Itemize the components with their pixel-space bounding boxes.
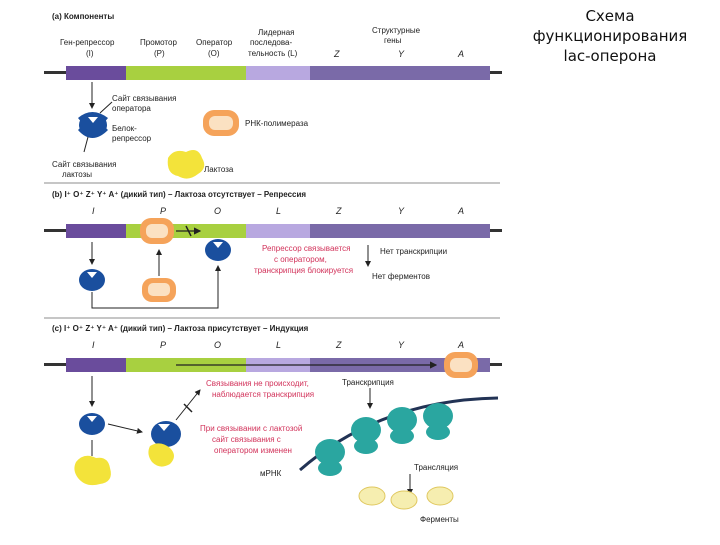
- gene-l-label: L: [276, 206, 281, 216]
- slide-title-line-1: Схема: [585, 7, 635, 25]
- gene-o-label: O: [214, 340, 221, 350]
- no-transcription-label: Нет транскрипции: [380, 247, 447, 256]
- label-leader-2: последова-: [250, 38, 292, 47]
- section-c: (c) I⁺ O⁺ Z⁺ Y⁺ A⁺ (дикий тип) – Лактоза…: [44, 324, 502, 524]
- label-regulator-sym: (I): [86, 49, 94, 58]
- regulator-gene-segment: [66, 66, 126, 80]
- gene-a-label: A: [457, 49, 464, 59]
- section-a: (a) Компоненты Ген-репрессор (I) Промото…: [44, 12, 502, 179]
- gene-z-label: Z: [333, 49, 340, 59]
- repression-note-3: транскрипция блокируется: [254, 266, 353, 275]
- repressor-free-c: [79, 413, 105, 435]
- label-leader-3: тельность (L): [248, 49, 298, 58]
- operator-site-label-2: оператора: [112, 104, 151, 113]
- transcription-label: Транскрипция: [342, 378, 394, 387]
- gene-z-label: Z: [335, 340, 342, 350]
- gene-i-label: I: [92, 206, 95, 216]
- label-operator: Оператор: [196, 38, 233, 47]
- repressor-label-1: Белок-: [112, 124, 137, 133]
- label-promoter-sym: (P): [154, 49, 165, 58]
- repressor-label-2: репрессор: [112, 134, 152, 143]
- gene-a-label: A: [457, 206, 464, 216]
- lactose-label: Лактоза: [204, 165, 234, 174]
- gene-y-label: Y: [398, 49, 405, 59]
- label-leader-1: Лидерная: [258, 28, 294, 37]
- induction-note-1: Связывания не происходит,: [206, 379, 309, 388]
- structural-genes-segment: [310, 66, 490, 80]
- enzymes-label: Ферменты: [420, 515, 459, 524]
- section-b: (b) I⁺ O⁺ Z⁺ Y⁺ A⁺ (дикий тип) – Лактоза…: [44, 190, 502, 309]
- induction-note-2: наблюдается транскрипция: [212, 390, 314, 399]
- label-regulator: Ген-репрессор: [60, 38, 115, 47]
- slide-title-line-2: функционирования: [532, 27, 688, 45]
- dna-strand-b: [44, 224, 502, 238]
- gene-l-label: L: [276, 340, 281, 350]
- section-a-title: (a) Компоненты: [52, 12, 114, 21]
- gene-z-label: Z: [335, 206, 342, 216]
- repressor-bound-operator: [205, 239, 231, 261]
- translation-label: Трансляция: [414, 463, 458, 472]
- lactose-note-1: При связывании с лактозой: [200, 424, 302, 433]
- gene-y-label: Y: [398, 340, 405, 350]
- lactose-site-label-1: Сайт связывания: [52, 160, 116, 169]
- lactose-site-label-2: лактозы: [62, 170, 92, 179]
- section-c-title: (c) I⁺ O⁺ Z⁺ Y⁺ A⁺ (дикий тип) – Лактоза…: [52, 324, 309, 333]
- mrna-label: мРНК: [260, 469, 282, 478]
- lactose-note-3: оператором изменен: [214, 446, 292, 455]
- repressor-free: [79, 269, 105, 291]
- lactose-bound: [148, 443, 174, 467]
- enzymes: [358, 486, 454, 510]
- operator-site-label-1: Сайт связывания: [112, 94, 176, 103]
- dna-strand-a: [44, 66, 502, 80]
- gene-i-label: I: [92, 340, 95, 350]
- label-structural-1: Структурные: [372, 26, 421, 35]
- promoter-operator-segment: [126, 66, 246, 80]
- polymerase-label: РНК-полимераза: [245, 119, 309, 128]
- gene-a-label: A: [457, 340, 464, 350]
- repression-note-1: Репрессор связывается: [262, 244, 350, 253]
- no-enzymes-label: Нет ферментов: [372, 272, 430, 281]
- gene-y-label: Y: [398, 206, 405, 216]
- gene-o-label: O: [214, 206, 221, 216]
- leader-segment: [246, 66, 310, 80]
- section-b-title: (b) I⁺ O⁺ Z⁺ Y⁺ A⁺ (дикий тип) – Лактоза…: [52, 190, 306, 199]
- label-operator-sym: (O): [208, 49, 220, 58]
- label-promoter: Промотор: [140, 38, 177, 47]
- lactose-note-2: сайт связывания с: [212, 435, 281, 444]
- repression-note-2: с оператором,: [274, 255, 327, 264]
- label-structural-2: гены: [384, 36, 402, 45]
- gene-p-label: P: [160, 206, 166, 216]
- repressor-lactose-complex: [151, 421, 181, 447]
- ribosomes: [315, 403, 453, 476]
- gene-p-label: P: [160, 340, 166, 350]
- slide-title: Схема функционирования lac-оперона: [520, 6, 700, 66]
- lactose-molecule: [167, 150, 205, 179]
- slide-title-line-3: lac-оперона: [563, 47, 657, 65]
